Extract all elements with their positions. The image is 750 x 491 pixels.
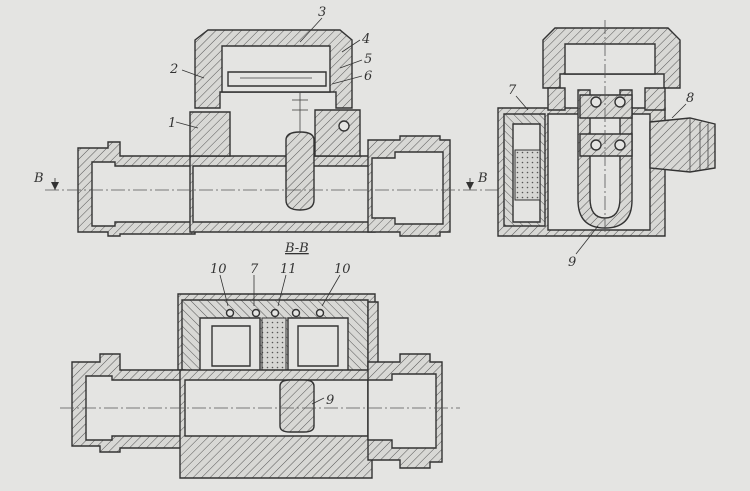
- callout-labels: 1 2 3 4 5 6 7 8 9 B B B-B 10 7 11 10 9: [33, 5, 694, 408]
- leader-lines: [175, 17, 687, 405]
- section-title: B-B: [284, 241, 309, 256]
- section-mark-left: B: [33, 171, 44, 186]
- callout-4: 4: [361, 32, 370, 47]
- callout-9-top: 9: [568, 255, 576, 270]
- callout-11: 11: [280, 262, 297, 277]
- callout-3: 3: [318, 5, 326, 20]
- callout-7-top: 7: [508, 83, 517, 98]
- callout-7-bottom: 7: [250, 262, 259, 277]
- callout-10-right: 10: [334, 262, 351, 277]
- callout-5: 5: [364, 52, 372, 67]
- transverse-section-view: [497, 20, 716, 240]
- callout-9-bottom: 9: [326, 393, 334, 408]
- section-mark-right: B: [477, 171, 488, 186]
- callout-2: 2: [169, 62, 178, 77]
- callout-1: 1: [168, 116, 176, 131]
- callout-8: 8: [686, 91, 694, 106]
- longitudinal-section-view: [45, 29, 500, 237]
- section-bb-view: [60, 293, 460, 479]
- callout-6: 6: [364, 69, 372, 84]
- callout-10-left: 10: [210, 262, 227, 277]
